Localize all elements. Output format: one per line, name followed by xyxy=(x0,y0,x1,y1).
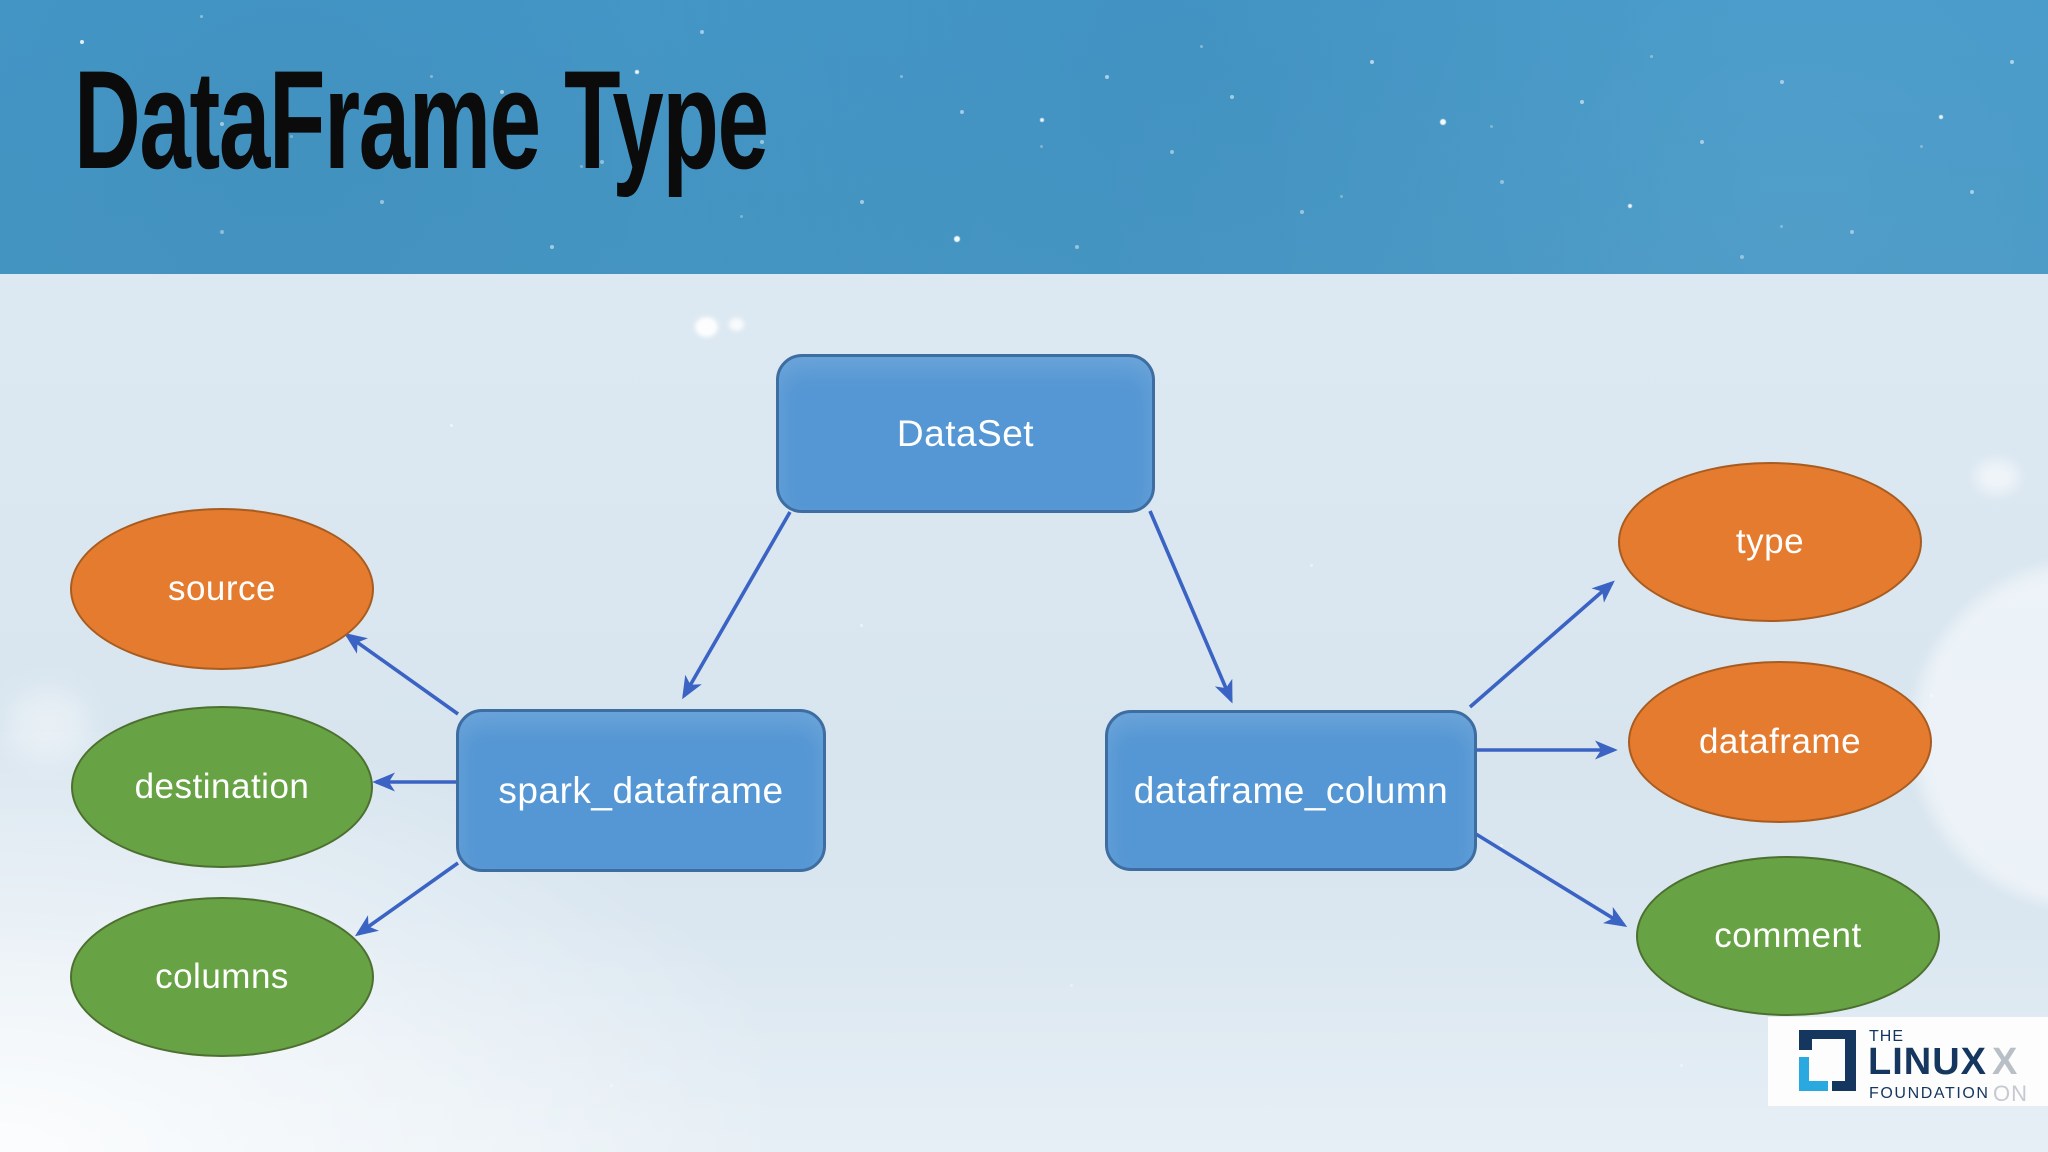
node-dataset-label: DataSet xyxy=(896,412,1035,454)
bokeh-dot xyxy=(1975,460,2019,494)
node-comment: comment xyxy=(1636,856,1940,1016)
bokeh-dot xyxy=(729,318,744,331)
node-spark-dataframe: spark_dataframe xyxy=(456,709,826,872)
node-dataframe-label: dataframe xyxy=(1698,722,1862,761)
linux-foundation-wordmark: THE LINUX X FOUNDATION ON xyxy=(1868,1028,2046,1106)
starfield xyxy=(200,15,203,18)
node-type-label: type xyxy=(1735,522,1805,561)
node-comment-label: comment xyxy=(1714,916,1862,955)
page-title: DataFrame Type xyxy=(74,41,769,198)
node-dataframe-column: dataframe_column xyxy=(1105,710,1477,871)
node-dataset: DataSet xyxy=(776,354,1155,513)
starfield xyxy=(80,40,84,44)
node-spark-dataframe-label: spark_dataframe xyxy=(498,769,784,811)
background-specks xyxy=(450,424,453,427)
linux-foundation-logo: THE LINUX X FOUNDATION ON xyxy=(1768,1017,2048,1106)
node-dataframe: dataframe xyxy=(1628,661,1932,823)
bokeh-dot xyxy=(695,317,718,337)
node-source-label: source xyxy=(167,569,277,608)
logo-ghost-on: ON xyxy=(1993,1081,2028,1106)
node-columns: columns xyxy=(70,897,374,1057)
node-type: type xyxy=(1618,462,1922,622)
node-destination: destination xyxy=(71,706,373,868)
node-dataframe-column-label: dataframe_column xyxy=(1133,769,1449,811)
logo-text-the: THE xyxy=(1869,1028,1904,1045)
bokeh-dot xyxy=(8,690,88,760)
node-source: source xyxy=(70,508,374,670)
logo-text-foundation: FOUNDATION xyxy=(1869,1085,1990,1102)
node-destination-label: destination xyxy=(134,767,310,806)
logo-ghost-x: X xyxy=(1992,1041,2018,1083)
node-columns-label: columns xyxy=(155,957,289,996)
logo-text-linux: LINUX xyxy=(1868,1041,1987,1083)
slide-header: DataFrame Type xyxy=(0,0,2048,274)
linux-foundation-logo-icon xyxy=(1799,1030,1856,1091)
